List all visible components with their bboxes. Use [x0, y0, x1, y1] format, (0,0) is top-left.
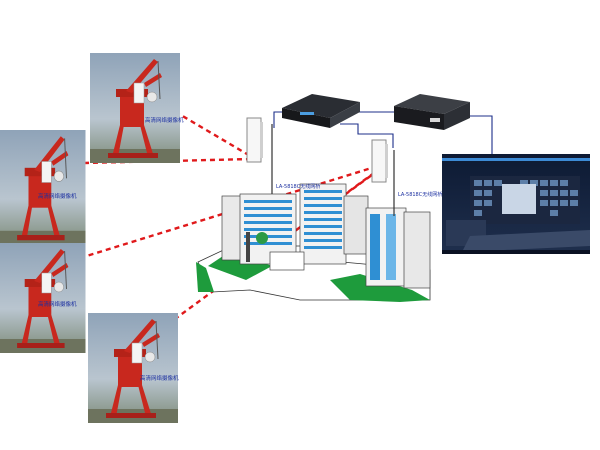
crane-label-2: 高清网络摄像机 [38, 192, 77, 200]
crane-image-4 [87, 312, 179, 424]
building-campus [196, 183, 431, 302]
ap-label-left: LA-5818C无线网桥 [276, 183, 320, 190]
crane-image-2 [0, 129, 87, 247]
ap-label-right: LA-5818C无线网桥 [398, 191, 442, 198]
control-room-image [442, 154, 590, 254]
crane-label-1: 高清网络摄像机 [145, 116, 184, 124]
wired-links [273, 111, 493, 168]
crane-image-3 [0, 242, 87, 354]
ap-antenna-right-icon [371, 139, 395, 216]
network-switch-icon [282, 94, 360, 128]
nvr-recorder-icon [394, 94, 470, 130]
crane-image-1 [89, 52, 181, 164]
crane-label-4: 高清网络摄像机 [140, 374, 179, 382]
ap-antenna-left-icon [246, 117, 273, 194]
crane-label-3: 高清网络摄像机 [38, 300, 77, 308]
